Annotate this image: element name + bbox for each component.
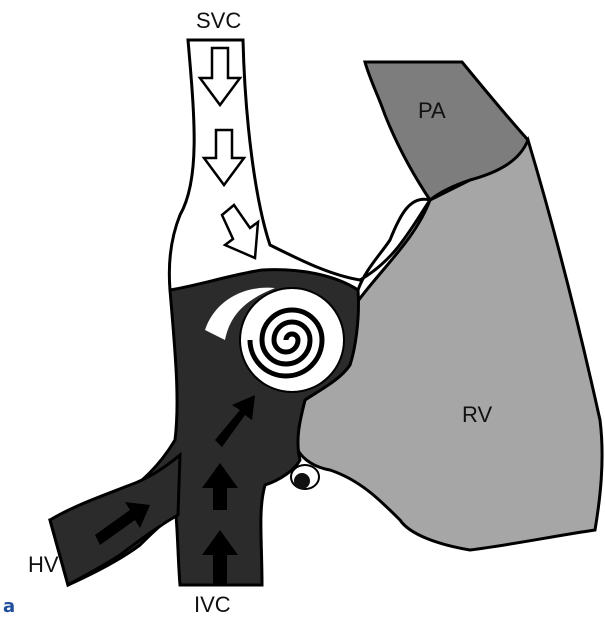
- spiral-vortex-icon: [240, 288, 344, 392]
- hepatic-vein: [50, 455, 180, 585]
- label-pa: PA: [418, 98, 446, 123]
- panel-label: a: [3, 596, 15, 617]
- label-rv: RV: [462, 402, 492, 427]
- label-ivc: IVC: [194, 592, 231, 617]
- label-svc: SVC: [196, 8, 241, 33]
- label-hv: HV: [28, 552, 59, 577]
- coronary-sinus: [291, 465, 319, 489]
